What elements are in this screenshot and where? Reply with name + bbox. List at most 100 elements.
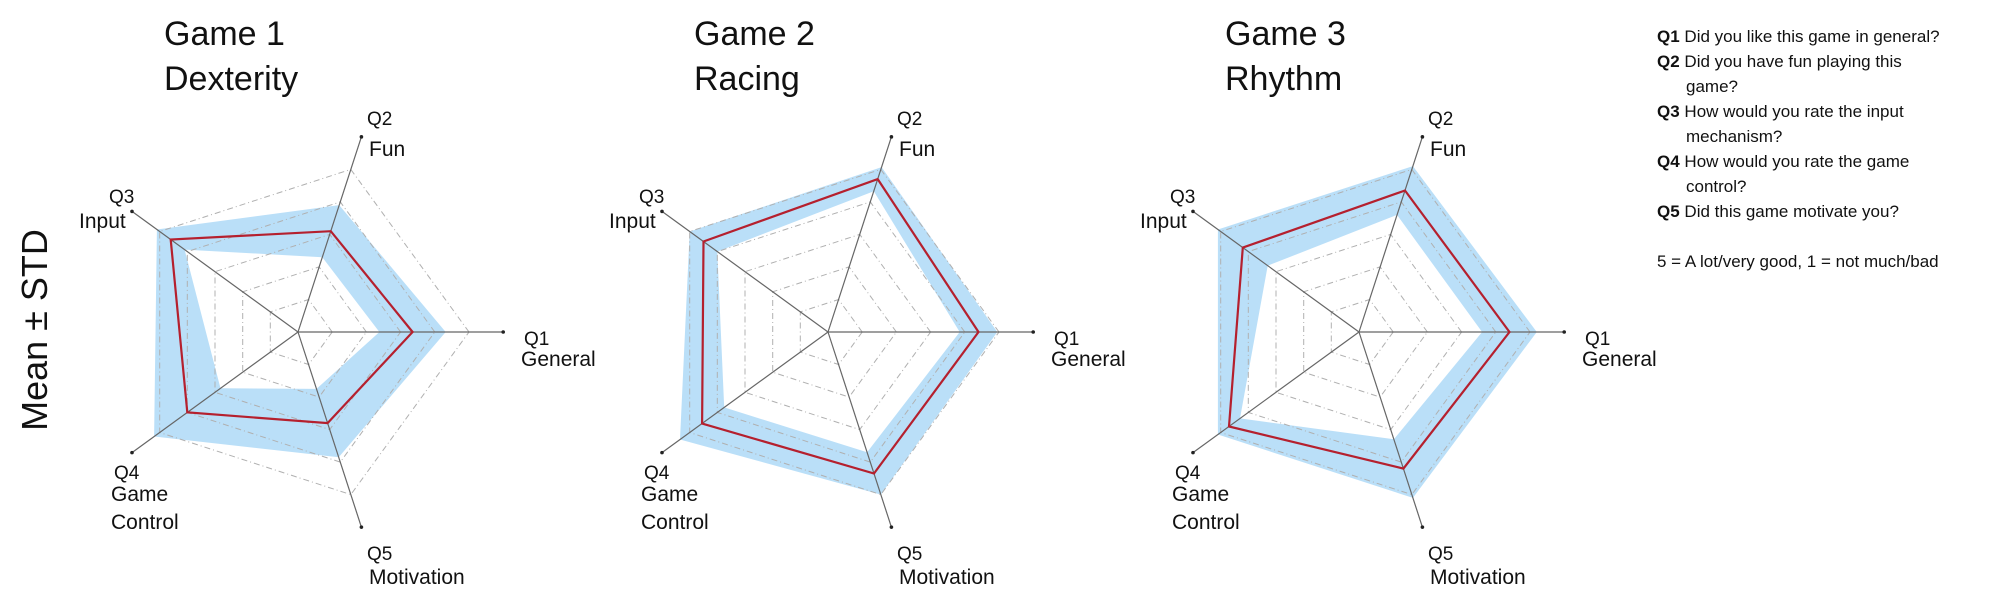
axis-name-label: Fun	[369, 138, 406, 161]
axis-name-label: Game	[111, 483, 169, 506]
axis-id-label: Q4	[644, 463, 670, 484]
axis-id-label: Q5	[367, 544, 393, 565]
legend-question: How would you rate the game	[1684, 152, 1910, 171]
grid-ring-4	[186, 201, 436, 463]
mean-line	[169, 230, 415, 425]
grid-ring-3	[214, 233, 402, 431]
axis-line-q2	[827, 136, 892, 333]
axis-id-label: Q3	[639, 187, 665, 208]
grid-ring-2	[242, 266, 368, 398]
grid-ring-5	[689, 168, 1000, 496]
axis-line-q3	[661, 210, 829, 333]
radar-chart-svg	[130, 135, 506, 529]
axis-line-q5	[1358, 331, 1423, 528]
grid-ring-3	[1275, 233, 1463, 431]
legend-item: Q5 Did this game motivate you?	[1657, 199, 1940, 224]
axis-id-label: Q1	[524, 329, 550, 350]
grid-ring-1	[1330, 298, 1394, 366]
grid-ring-5	[1220, 168, 1531, 496]
axis-end-dot	[1562, 330, 1566, 334]
legend-question: Did you like this game in general?	[1684, 27, 1940, 46]
axis-end-dot	[889, 525, 894, 529]
axis-end-dot	[501, 330, 506, 334]
axis-end-dot	[1420, 135, 1425, 139]
axis-id-label: Q2	[367, 109, 393, 130]
chart-title-genre: Dexterity	[164, 60, 299, 98]
grid-ring-2	[772, 266, 898, 398]
legend-key: Q1	[1657, 27, 1680, 46]
axis-line-q4	[661, 331, 829, 454]
axis-id-label: Q2	[1428, 109, 1454, 130]
axis-line-q5	[297, 331, 362, 528]
grid-ring-2	[1303, 266, 1429, 398]
grid-ring-1	[799, 298, 863, 366]
axis-end-dot	[130, 450, 134, 455]
grid-ring-4	[1247, 201, 1497, 463]
grid-ring-1	[269, 298, 333, 366]
legend-spacer	[1657, 224, 1940, 249]
axis-end-dot	[660, 209, 664, 214]
legend-question-cont: mechanism?	[1686, 127, 1783, 146]
axis-end-dot	[1420, 525, 1425, 529]
axis-id-label: Q2	[897, 109, 923, 130]
legend-key: Q3	[1657, 102, 1680, 121]
chart-title-genre: Racing	[694, 60, 800, 98]
radar-chart-svg	[660, 135, 1035, 529]
axis-id-label: Q1	[1054, 329, 1080, 350]
axis-id-label: Q3	[109, 187, 135, 208]
axis-end-dot	[1191, 209, 1195, 214]
axis-end-dot	[889, 135, 894, 139]
axis-id-label: Q4	[1175, 463, 1201, 484]
mean-line	[1227, 189, 1511, 470]
axis-name-label: Motivation	[1430, 566, 1526, 589]
axis-name-label: General	[521, 348, 596, 371]
axis-end-dot	[359, 135, 364, 139]
legend-question-cont: control?	[1686, 177, 1747, 196]
legend-item: Q4 How would you rate the game	[1657, 149, 1940, 174]
axis-name-label: Game	[1172, 483, 1230, 506]
chart-title-game: Game 1	[164, 15, 285, 53]
axis-line-q5	[827, 331, 892, 528]
legend-question: Did you have fun playing this	[1684, 52, 1902, 71]
axis-name-label: Game	[641, 483, 699, 506]
axis-end-dot	[130, 209, 134, 214]
axis-end-dot	[660, 450, 664, 455]
axis-name-label: Control	[1172, 511, 1240, 534]
mean-line	[700, 177, 980, 475]
chart-title-game: Game 3	[1225, 15, 1346, 53]
axis-line-q4	[131, 331, 299, 454]
axis-name-label: Input	[1140, 210, 1187, 233]
axis-name-label: Motivation	[369, 566, 465, 589]
axis-name-label: General	[1051, 348, 1126, 371]
legend-key: Q5	[1657, 202, 1680, 221]
axis-name-label: Fun	[899, 138, 936, 161]
legend-question: How would you rate the input	[1684, 102, 1904, 121]
std-band	[1217, 166, 1537, 498]
legend-item: Q3 How would you rate the input	[1657, 99, 1940, 124]
std-band	[680, 167, 998, 495]
axis-id-label: Q5	[1428, 544, 1454, 565]
legend-item: Q1 Did you like this game in general?	[1657, 24, 1940, 49]
axis-line-q3	[1192, 210, 1360, 333]
axis-name-label: Input	[609, 210, 656, 233]
radar-chart-svg	[1191, 135, 1566, 529]
legend-question: Did this game motivate you?	[1684, 202, 1899, 221]
legend-key: Q4	[1657, 152, 1680, 171]
axis-name-label: Fun	[1430, 138, 1467, 161]
legend-item: Q2 Did you have fun playing this	[1657, 49, 1940, 74]
axis-id-label: Q1	[1585, 329, 1611, 350]
axis-line-q4	[1192, 331, 1360, 454]
axis-end-dot	[1031, 330, 1035, 334]
axis-end-dot	[1191, 450, 1195, 455]
scale-note: 5 = A lot/very good, 1 = not much/bad	[1657, 252, 1939, 271]
legend-key: Q2	[1657, 52, 1680, 71]
grid-ring-3	[744, 233, 932, 431]
chart-title: Game 1 Dexterity	[164, 12, 298, 102]
axis-name-label: Input	[79, 210, 126, 233]
axis-id-label: Q4	[114, 463, 140, 484]
axis-line-q2	[1358, 136, 1423, 333]
